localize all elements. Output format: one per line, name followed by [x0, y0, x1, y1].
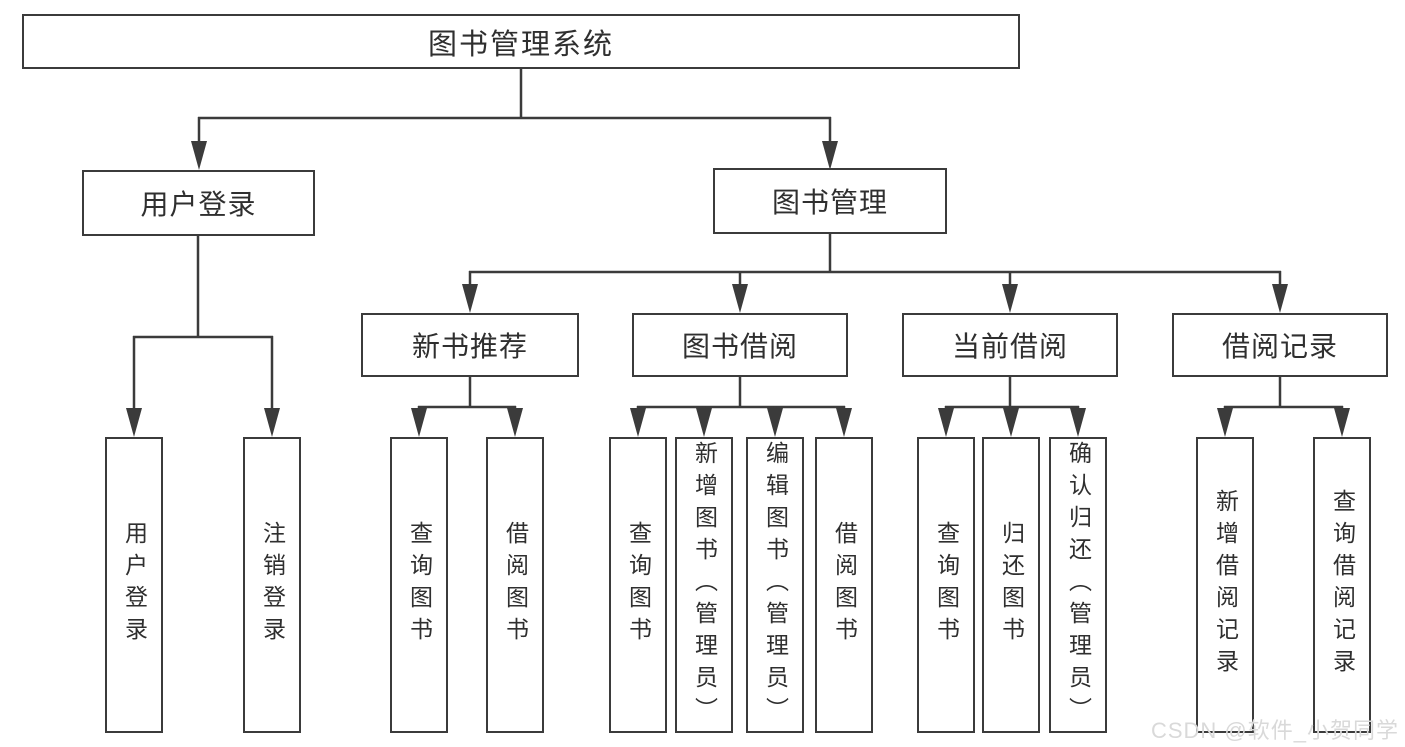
node-label: 新书推荐 [411, 331, 528, 362]
node-label: 借阅图书 [502, 521, 529, 649]
leaf-borrow-books-borrowing: 借阅图书 [815, 437, 873, 733]
node-label: 当前借阅 [951, 331, 1068, 362]
leaf-return-books: 归还图书 [982, 437, 1040, 733]
csdn-watermark: CSDN @软件_小贺同学 [1150, 718, 1399, 743]
node-current-borrowing: 当前借阅 [902, 313, 1118, 377]
node-label: 用户登录 [140, 189, 257, 220]
leaf-edit-book-admin: 编辑图书（管理员） [746, 437, 804, 733]
node-label: 查询图书 [625, 521, 652, 649]
node-label: 确认归还（管理员） [1065, 441, 1092, 729]
node-root: 图书管理系统 [22, 14, 1020, 69]
node-new-book-recommend: 新书推荐 [361, 313, 579, 377]
node-user-login: 用户登录 [82, 170, 315, 236]
node-label: 新增借阅记录 [1212, 489, 1239, 681]
leaf-user-login: 用户登录 [105, 437, 163, 733]
leaf-add-book-admin: 新增图书（管理员） [675, 437, 733, 733]
node-label: 查询图书 [933, 521, 960, 649]
leaf-add-borrow-record: 新增借阅记录 [1196, 437, 1254, 733]
node-book-borrowing: 图书借阅 [632, 313, 848, 377]
node-label: 图书管理系统 [427, 28, 614, 61]
node-label: 借阅记录 [1221, 331, 1338, 362]
node-label: 新增图书（管理员） [691, 441, 718, 729]
node-borrowing-records: 借阅记录 [1172, 313, 1388, 377]
leaf-confirm-return-admin: 确认归还（管理员） [1049, 437, 1107, 733]
node-label: 图书借阅 [681, 331, 798, 362]
node-label: 归还图书 [998, 521, 1025, 649]
node-label: 借阅图书 [831, 521, 858, 649]
node-label: 查询图书 [406, 521, 433, 649]
node-label: 注销登录 [259, 521, 286, 649]
leaf-query-books-borrowing: 查询图书 [609, 437, 667, 733]
leaf-query-books-recommend: 查询图书 [390, 437, 448, 733]
leaf-borrow-books-recommend: 借阅图书 [486, 437, 544, 733]
node-label: 查询借阅记录 [1329, 489, 1356, 681]
leaf-query-borrow-record: 查询借阅记录 [1313, 437, 1371, 733]
node-book-management: 图书管理 [713, 168, 947, 234]
leaf-query-books-current: 查询图书 [917, 437, 975, 733]
leaf-logout: 注销登录 [243, 437, 301, 733]
node-label: 用户登录 [121, 521, 148, 649]
node-label: 编辑图书（管理员） [762, 441, 789, 729]
node-label: 图书管理 [771, 187, 888, 218]
